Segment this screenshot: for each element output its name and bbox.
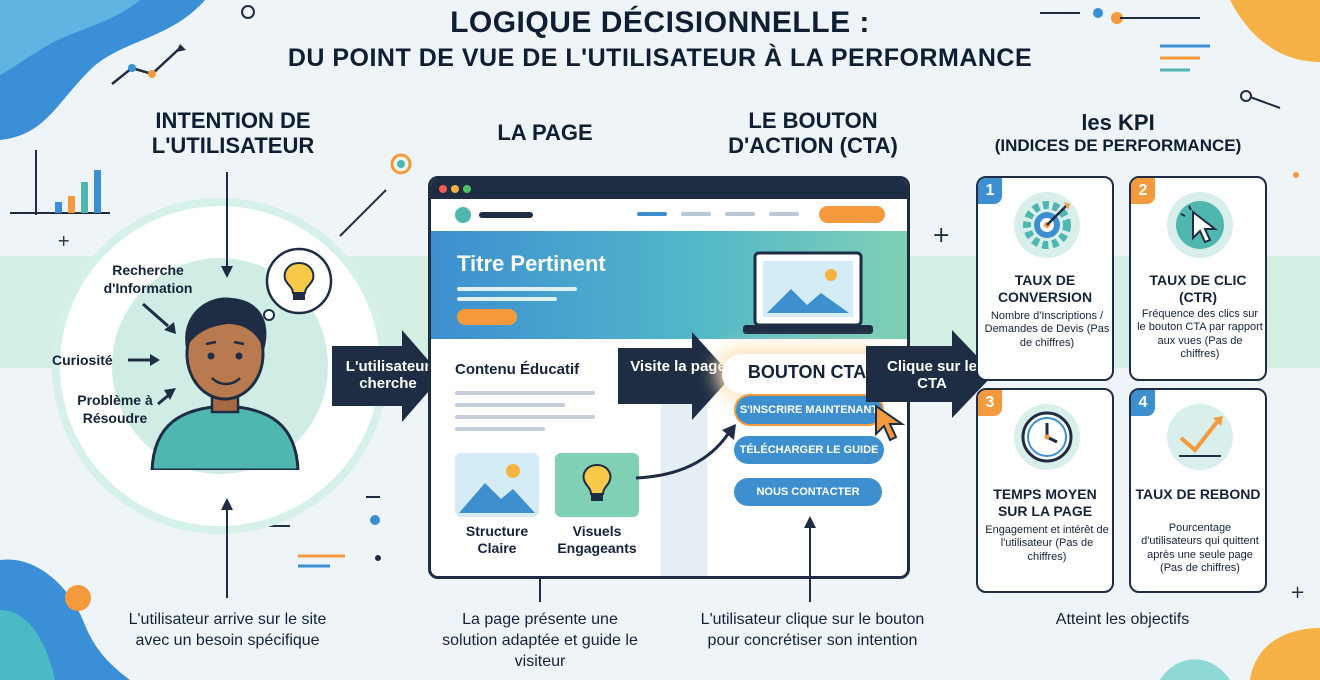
svg-text:+: +	[1290, 582, 1305, 603]
caption-cta: L'utilisateur clique sur le bouton pour …	[700, 611, 925, 649]
cta-download-button[interactable]: TÉLÉCHARGER LE GUIDE	[734, 436, 884, 464]
svg-text:+: +	[932, 223, 950, 248]
flow-arrow-1	[332, 330, 442, 422]
svg-text:+: +	[57, 231, 70, 250]
user-avatar	[150, 297, 300, 470]
nav-cta	[819, 206, 885, 223]
card-structure-label: Structure Claire	[465, 523, 529, 556]
cursor-click-icon	[1167, 192, 1233, 258]
caption-user: L'utilisateur arrive sur le site avec un…	[128, 611, 327, 649]
kpi-desc: Pourcentage d'utilisateurs qui quittent …	[1141, 522, 1259, 575]
visuals-card-image	[555, 453, 639, 517]
main-subtitle: DU POINT DE VUE DE L'UTILISATEUR À LA PE…	[287, 44, 1033, 72]
kpi-card-conversion: 1 TAUX DE CONVERSION Nombre d'Inscriptio…	[976, 176, 1114, 381]
caption-page: La page présente une solution adaptée et…	[442, 611, 638, 670]
cta-subscribe-button[interactable]: S'INSCRIRE MAINTENANT	[734, 394, 884, 426]
laptop-image-icon	[743, 251, 873, 334]
site-logo	[455, 207, 471, 223]
stage-kpi-heading: les KPI	[1081, 110, 1155, 135]
structure-card-image	[455, 453, 539, 517]
card-visuals-label: Visuels Engageants	[557, 523, 637, 556]
cta-title: BOUTON CTA	[747, 362, 867, 382]
kpi-card-time: 3 TEMPS MOYEN SUR LA PAGE Engagement et …	[976, 388, 1114, 593]
flow-arrow-2	[618, 332, 732, 420]
target-gear-icon	[1014, 192, 1080, 258]
flow-arrow-3	[866, 330, 994, 418]
visuals-to-cta-arrow	[635, 424, 736, 480]
motive-problem: Problème à Résoudre	[77, 392, 153, 426]
flow-arrow-2-label: Visite la page	[630, 358, 726, 375]
cursor-icon	[875, 404, 906, 442]
content-title: Contenu Éducatif	[455, 361, 580, 378]
lightbulb-icon	[263, 247, 333, 321]
stage-cta-heading: LE BOUTON D'ACTION (CTA)	[728, 108, 898, 159]
stage-user-heading: INTENTION DE L'UTILISATEUR	[151, 108, 315, 159]
kpi-card-bounce: 4 TAUX DE REBOND Pourcentage d'utilisate…	[1129, 388, 1267, 593]
kpi-number: 4	[1131, 390, 1155, 416]
caption-kpi: Atteint les objectifs	[1055, 611, 1190, 628]
bounce-arrow-icon	[1167, 404, 1233, 470]
motive-curiosity: Curiosité	[52, 352, 113, 368]
flow-arrow-3-label: Clique sur le CTA	[886, 358, 978, 393]
main-title: LOGIQUE DÉCISIONNELLE :	[450, 6, 870, 39]
hero-title: Titre Pertinent	[457, 251, 606, 276]
kpi-number: 3	[978, 390, 1002, 416]
kpi-title: TAUX DE CONVERSION	[997, 272, 1093, 305]
kpi-title: TAUX DE REBOND	[1135, 486, 1261, 502]
kpi-number: 1	[978, 178, 1002, 204]
kpi-desc: Fréquence des clics sur le bouton CTA pa…	[1137, 308, 1263, 361]
kpi-card-ctr: 2 TAUX DE CLIC (CTR) Fréquence des clics…	[1129, 176, 1267, 381]
stage-page-heading: LA PAGE	[497, 120, 593, 145]
motive-information: Recherche d'Information	[103, 262, 193, 296]
kpi-desc: Engagement et intérêt de l'utilisateur (…	[985, 524, 1109, 563]
kpi-title: TAUX DE CLIC (CTR)	[1149, 272, 1247, 305]
kpi-desc: Nombre d'Inscriptions / Demandes de Devi…	[984, 310, 1110, 349]
browser-titlebar	[431, 179, 907, 199]
kpi-title: TEMPS MOYEN SUR LA PAGE	[993, 486, 1097, 519]
kpi-number: 2	[1131, 178, 1155, 204]
stage-kpi-subheading: (INDICES DE PERFORMANCE)	[994, 136, 1242, 155]
cta-contact-button[interactable]: NOUS CONTACTER	[734, 478, 882, 506]
flow-arrow-1-label: L'utilisateur cherche	[345, 358, 431, 393]
clock-icon	[1014, 404, 1080, 470]
